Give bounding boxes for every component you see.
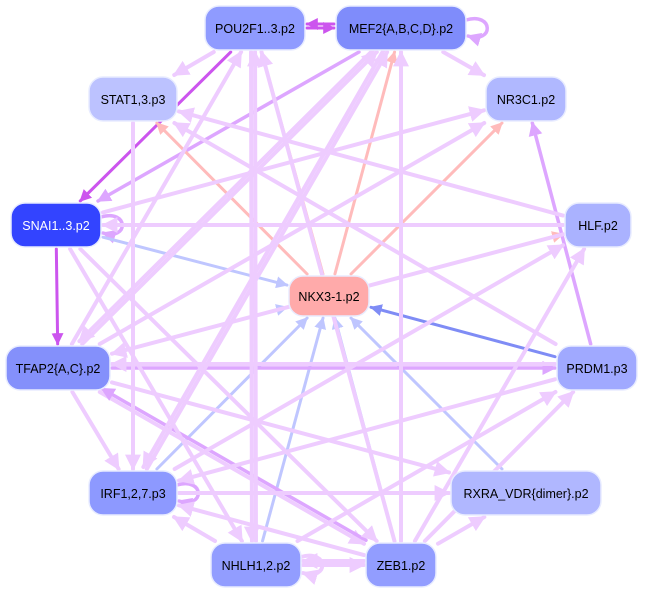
node-label: ZEB1.p2 — [377, 559, 426, 573]
node-label: HLF.p2 — [578, 219, 618, 233]
edge-hlf-to-stat1 — [177, 107, 565, 218]
node-prdm1[interactable]: PRDM1.p3 — [556, 345, 638, 391]
edge-tfap2-to-nr3c1 — [97, 121, 487, 346]
node-label: POU2F1..3.p2 — [215, 22, 295, 36]
edge-tfap2-to-irf1 — [70, 390, 121, 471]
node-rxra[interactable]: RXRA_VDR{dimer}.p2 — [450, 470, 602, 516]
edge-mef2-to-nr3c1 — [441, 50, 486, 78]
edge-snai1-to-tfap2 — [51, 247, 64, 346]
edge-irf1-to-mef2 — [144, 50, 390, 471]
node-label: IRF1,2,7.p3 — [100, 487, 165, 501]
node-nr3c1[interactable]: NR3C1.p2 — [485, 76, 567, 122]
edge-prdm1-to-irf1 — [177, 377, 557, 485]
node-label: NKX3-1.p2 — [298, 290, 359, 304]
edge-snai1-to-nr3c1 — [101, 106, 486, 215]
node-label: NR3C1.p2 — [497, 93, 555, 107]
edge-prdm1-to-stat1 — [172, 121, 558, 346]
edge-nhlh1-to-irf1 — [172, 515, 217, 543]
edge-zeb1-to-rxra — [436, 515, 487, 546]
node-label: SNAI1..3.p2 — [22, 219, 89, 233]
node-label: PRDM1.p3 — [566, 362, 627, 376]
node-zeb1[interactable]: ZEB1.p2 — [365, 542, 437, 588]
edge-mef2-to-mef2 — [464, 16, 489, 47]
edge-irf1-to-hlf — [172, 243, 565, 471]
node-label: STAT1,3.p3 — [101, 93, 166, 107]
node-snai1[interactable]: SNAI1..3.p2 — [10, 202, 102, 248]
node-label: MEF2{A,B,C,D}.p2 — [349, 22, 453, 36]
edge-pou2f1-to-stat1 — [172, 50, 216, 77]
edge-nkx3-to-nr3c1 — [349, 121, 504, 276]
edge-irf1-to-nkx3 — [155, 316, 309, 471]
node-label: TFAP2{A,C}.p2 — [16, 362, 101, 376]
edge-pou2f1-to-nhlh1 — [243, 50, 260, 544]
edge-rxra-to-nkx3 — [349, 316, 504, 471]
node-label: RXRA_VDR{dimer}.p2 — [463, 487, 588, 501]
edge-tfap2-to-rxra — [110, 380, 451, 477]
edges-layer — [51, 16, 593, 585]
node-pou2f1[interactable]: POU2F1..3.p2 — [204, 5, 306, 51]
node-nhlh1[interactable]: NHLH1,2.p2 — [210, 542, 302, 588]
edge-nhlh1-to-pou2f1 — [247, 50, 264, 543]
edge-nkx3-to-stat1 — [155, 121, 309, 276]
edge-nhlh1-to-nhlh1 — [299, 553, 325, 585]
node-label: NHLH1,2.p2 — [222, 559, 291, 573]
node-mef2[interactable]: MEF2{A,B,C,D}.p2 — [335, 5, 467, 51]
node-nkx3[interactable]: NKX3-1.p2 — [288, 275, 370, 317]
node-irf1[interactable]: IRF1,2,7.p3 — [88, 470, 178, 516]
edge-mef2-to-tfap2 — [77, 47, 376, 344]
edge-zeb1-to-prdm1 — [422, 390, 576, 543]
node-tfap2[interactable]: TFAP2{A,C}.p2 — [5, 345, 111, 391]
edge-zeb1-to-irf1 — [177, 501, 366, 558]
node-stat1[interactable]: STAT1,3.p3 — [88, 76, 178, 122]
node-hlf[interactable]: HLF.p2 — [564, 202, 632, 248]
edge-pou2f1-to-snai1 — [78, 50, 233, 203]
nodes-layer: POU2F1..3.p2 MEF2{A,B,C,D}.p2 STAT1,3.p3… — [5, 5, 638, 588]
edge-mef2-to-irf1 — [141, 48, 386, 470]
